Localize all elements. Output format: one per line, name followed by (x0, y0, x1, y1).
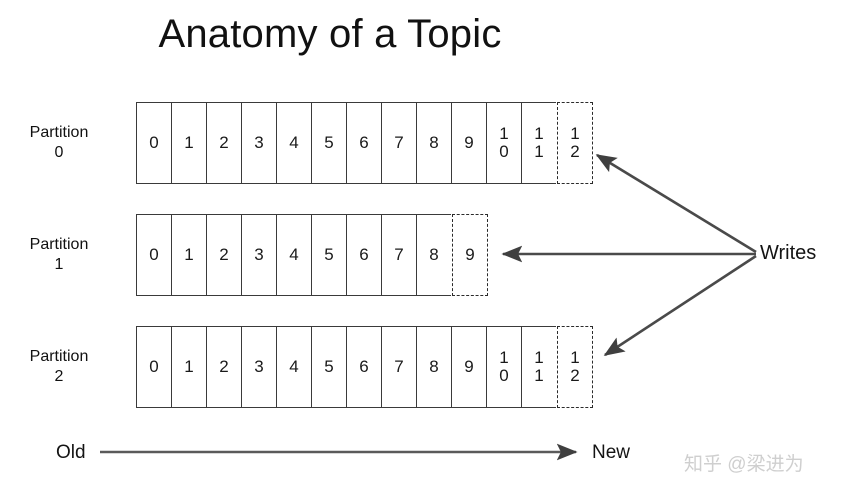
partition-label-index: 1 (54, 256, 64, 273)
cropped-caption-strip (0, 486, 859, 500)
partition-label-index: 0 (54, 144, 64, 161)
timeline-end-label: New (592, 442, 631, 463)
partition-label-name: Partition (29, 236, 89, 253)
segment-cell: 5 (311, 214, 346, 296)
segment-cell: 2 (206, 102, 241, 184)
write-arrow-partition-0 (595, 153, 757, 254)
segment-cell: 0 (136, 214, 171, 296)
segment-cell: 4 (276, 214, 311, 296)
segment-cell: 3 (241, 102, 276, 184)
partition-label-name: Partition (29, 348, 89, 365)
segment-cell: 7 (381, 326, 416, 408)
partition-label-2: Partition 2 (0, 347, 118, 387)
page-title: Anatomy of a Topic (158, 12, 502, 56)
segment-cell: 8 (416, 214, 451, 296)
segment-cell: 4 (276, 326, 311, 408)
segment-cell: 1 (171, 326, 206, 408)
segment-cell: 5 (311, 102, 346, 184)
partition-cells-1: 0 1 2 3 4 5 6 7 8 9 (136, 214, 488, 296)
segment-cell: 1 (171, 214, 206, 296)
partition-label-index: 2 (54, 368, 64, 385)
segment-cell: 8 (416, 326, 451, 408)
segment-cell: 8 (416, 102, 451, 184)
segment-cell: 0 (136, 326, 171, 408)
segment-cell: 1 (171, 102, 206, 184)
segment-cell: 5 (311, 326, 346, 408)
segment-cell: 6 (346, 102, 381, 184)
segment-cell: 9 (451, 326, 486, 408)
segment-cell: 6 (346, 214, 381, 296)
partition-label-name: Partition (29, 124, 89, 141)
partition-label-0: Partition 0 (0, 123, 118, 163)
write-arrow-partition-2 (603, 254, 757, 357)
segment-cell: 6 (346, 326, 381, 408)
timeline-start-label: Old (56, 442, 86, 463)
segment-cell: 2 (206, 214, 241, 296)
segment-cell: 3 (241, 326, 276, 408)
segment-cell: 7 (381, 214, 416, 296)
segment-cell-pending: 9 (452, 214, 488, 296)
watermark-text: 知乎 @梁进为 (684, 454, 804, 475)
partition-label-1: Partition 1 (0, 235, 118, 275)
segment-cell: 0 (136, 102, 171, 184)
segment-cell: 3 (241, 214, 276, 296)
segment-cell: 2 (206, 326, 241, 408)
writes-label: Writes (760, 242, 817, 264)
segment-cell: 4 (276, 102, 311, 184)
segment-cell: 7 (381, 102, 416, 184)
segment-cell: 9 (451, 102, 486, 184)
